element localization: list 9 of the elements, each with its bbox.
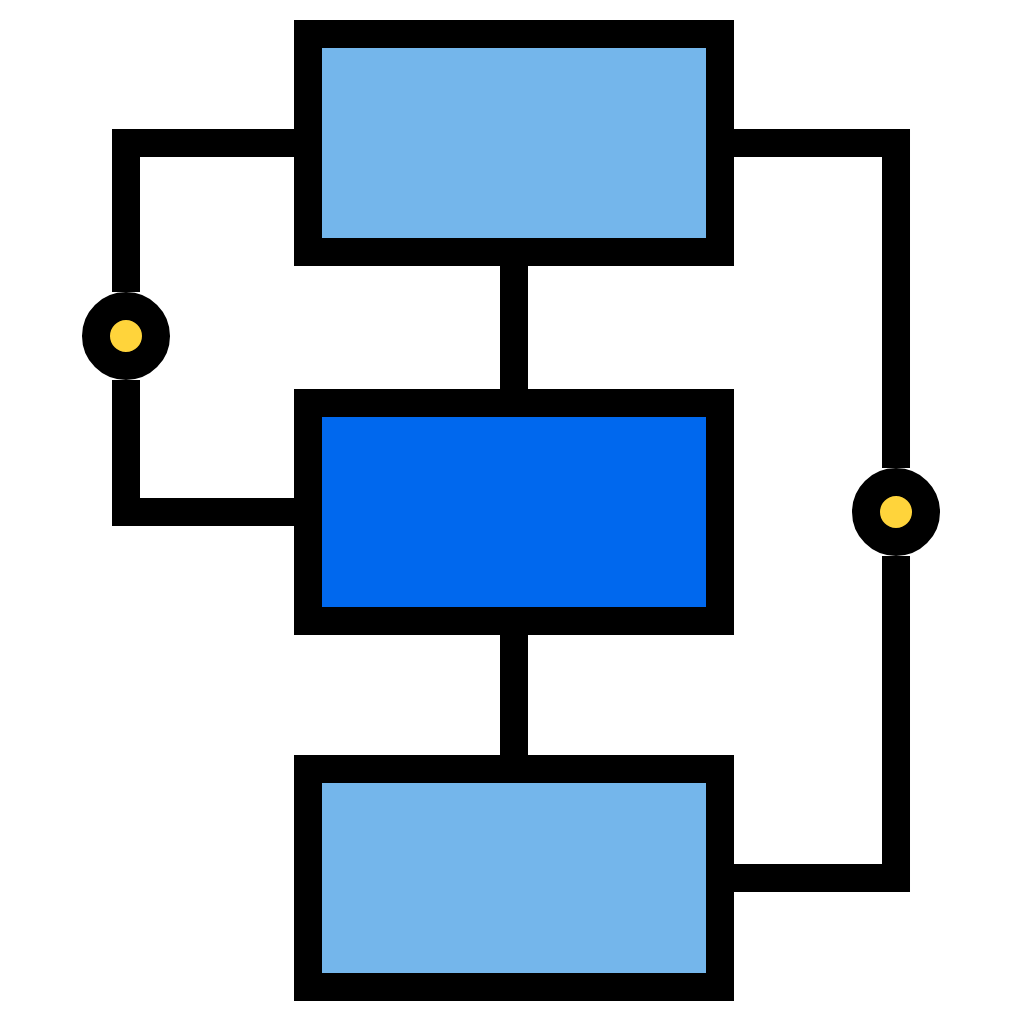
connector-line [112,129,294,292]
connector-line [112,380,294,526]
box [294,389,734,635]
connector-line [500,635,528,755]
connector-line [500,266,528,389]
box [294,20,734,266]
junction-circle [82,292,170,380]
junction-circle [852,468,940,556]
box [294,755,734,1001]
